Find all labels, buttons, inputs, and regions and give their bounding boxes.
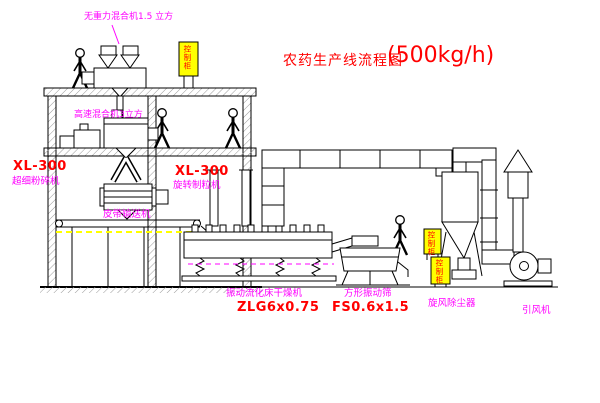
control-cabinet-1 — [178, 41, 199, 88]
granulator-name-label: 旋转制粒机 — [173, 180, 221, 191]
spring — [310, 257, 322, 277]
stack-body — [507, 171, 529, 199]
fan-motor — [537, 258, 552, 274]
screen-model-label: FS0.6x1.5 — [332, 300, 410, 315]
cabinet-3-label: 控制柜 — [434, 259, 444, 285]
mixer-motor — [81, 71, 95, 85]
floor-beam-top — [43, 87, 257, 97]
cabinet-1-label: 控制柜 — [182, 45, 192, 71]
pulverizer-motor — [59, 135, 75, 149]
spring — [234, 257, 246, 277]
granulator-motor — [155, 189, 169, 205]
stack-cap — [503, 149, 533, 173]
fluid-bed-dryer — [181, 169, 353, 282]
dryer-model-label: ZLG6x0.75 — [237, 300, 320, 315]
pulverizer-model-label: XL-300 — [13, 159, 67, 174]
leader-line — [111, 24, 120, 45]
pulverizer — [59, 123, 101, 149]
floor-beam-mid — [43, 147, 257, 157]
fan-name-label: 引风机 — [522, 305, 551, 316]
gravity-mixer-label: 无重力混合机1.5 立方 — [84, 12, 174, 22]
pulverizer-name-label: 超细粉碎机 — [12, 176, 60, 187]
cyclone-collector — [451, 269, 477, 280]
hs-mixer-motor — [147, 127, 159, 141]
diagram-title: 农药生产线流程图 — [283, 53, 403, 69]
gravity-mixer — [81, 45, 147, 121]
cyclone-name-label: 旋风除尘器 — [428, 298, 476, 309]
spring — [274, 257, 286, 277]
dryer-name-label: 振动流化床干燥机 — [226, 288, 303, 299]
belt-conveyor-label: 皮带输送机 — [103, 209, 151, 220]
control-cabinet-2 — [423, 228, 442, 260]
person-3 — [224, 107, 242, 150]
granulator-model-label: XL-300 — [175, 164, 229, 179]
high-speed-mixer — [103, 109, 159, 183]
vibrating-screen — [336, 235, 410, 286]
screen-name-label: 方形振动筛 — [344, 288, 392, 299]
belt-conveyor — [55, 219, 210, 287]
fan-base — [503, 280, 553, 287]
diagram-capacity: (500kg/h) — [387, 43, 495, 68]
control-cabinet-3 — [430, 256, 451, 287]
spring — [194, 257, 206, 277]
induced-draft-fan — [503, 251, 553, 287]
high-speed-mixer-label: 高速混合机3立方 — [74, 110, 143, 120]
fan-duct-and-stack — [452, 147, 533, 265]
exhaust-duct — [261, 149, 453, 227]
screen-discharge — [397, 261, 409, 277]
cabinet-2-label: 控制柜 — [426, 231, 436, 257]
stack-pipe — [512, 197, 524, 253]
granulator — [99, 183, 169, 220]
